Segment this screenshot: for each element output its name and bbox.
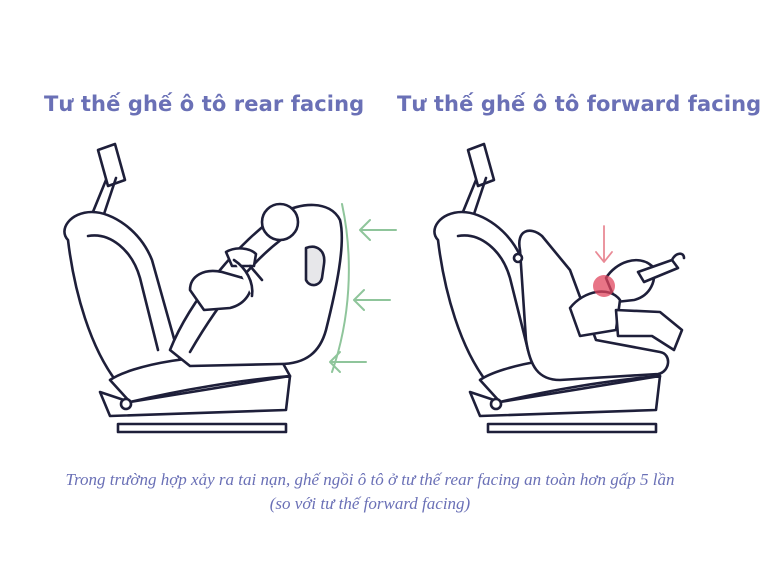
- impact-arrow-top: [359, 219, 397, 241]
- car-seat-backrest: [63, 210, 182, 388]
- impact-arrow-down: [595, 225, 613, 263]
- car-seat-backrest: [433, 210, 552, 388]
- child-figure: [188, 202, 300, 312]
- impact-point: [593, 275, 615, 297]
- forward-facing-illustration: [420, 140, 730, 440]
- child-figure: [568, 252, 686, 352]
- impact-arrow-bottom: [329, 351, 367, 373]
- impact-arrow-middle: [353, 289, 391, 311]
- rear-facing-title: Tư thế ghế ô tô rear facing: [44, 92, 365, 116]
- forward-facing-title: Tư thế ghế ô tô forward facing: [397, 92, 762, 116]
- rear-facing-illustration: [40, 140, 410, 440]
- caption-line-2: (so với tư thế forward facing): [269, 494, 471, 513]
- car-seat-cushion: [108, 354, 292, 404]
- caption-line-1: Trong trường hợp xảy ra tai nạn, ghế ngồ…: [65, 470, 675, 489]
- child-seat-shell: [168, 203, 344, 368]
- child-seat-shell: [518, 229, 670, 382]
